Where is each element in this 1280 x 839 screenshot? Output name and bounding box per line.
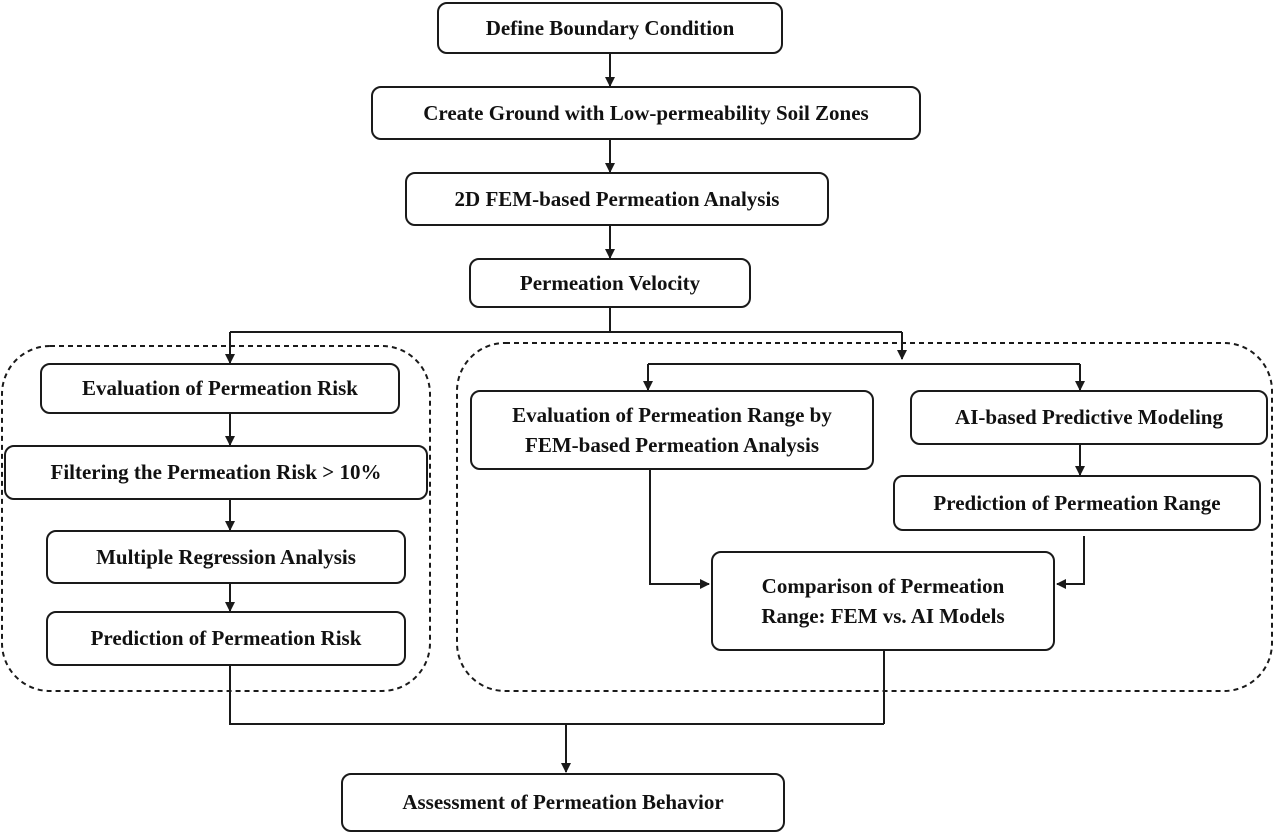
permeation-velocity-box: Permeation Velocity — [469, 258, 751, 308]
risk-group-container — [1, 345, 431, 692]
ai-predictive-modeling-box: AI-based Predictive Modeling — [910, 390, 1268, 445]
prediction-permeation-range-box: Prediction of Permeation Range — [893, 475, 1261, 531]
comparison-fem-ai-box: Comparison of Permeation Range: FEM vs. … — [711, 551, 1055, 651]
evaluation-permeation-risk-box: Evaluation of Permeation Risk — [40, 363, 400, 414]
connector-prediction-risk-down — [229, 666, 884, 725]
define-boundary-condition-box: Define Boundary Condition — [437, 2, 783, 54]
fem-permeation-analysis-box: 2D FEM-based Permeation Analysis — [405, 172, 829, 226]
arrow-prediction-range-to-comparison — [1056, 536, 1085, 589]
prediction-permeation-risk-box: Prediction of Permeation Risk — [46, 611, 406, 666]
arrow-fem-range-to-comparison — [649, 470, 710, 589]
evaluation-permeation-range-fem-box: Evaluation of Permeation Range by FEM-ba… — [470, 390, 874, 470]
multiple-regression-box: Multiple Regression Analysis — [46, 530, 406, 584]
range-group-container — [456, 342, 1273, 692]
create-ground-box: Create Ground with Low-permeability Soil… — [371, 86, 921, 140]
assessment-permeation-behavior-box: Assessment of Permeation Behavior — [341, 773, 785, 832]
filtering-permeation-risk-box: Filtering the Permeation Risk > 10% — [4, 445, 428, 500]
